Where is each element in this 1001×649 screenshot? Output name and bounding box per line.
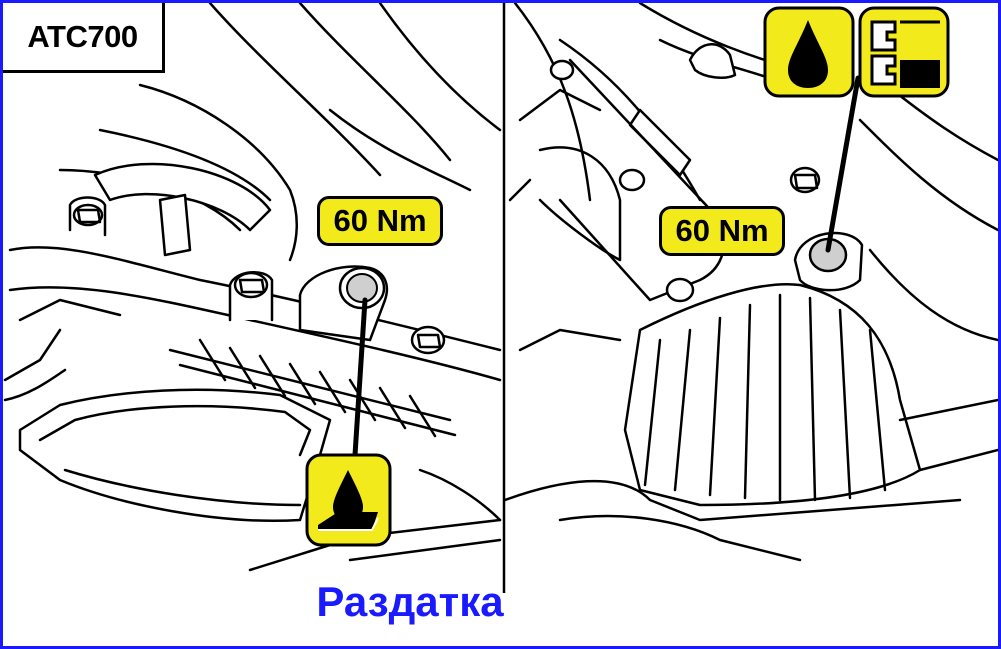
torque-badge-right: 60 Nm [659, 206, 785, 256]
model-label: ATC700 [3, 3, 165, 73]
caption-title: Раздатка [316, 578, 504, 625]
left-panel-drawing [3, 3, 502, 572]
torque-badge-left: 60 Nm [317, 196, 443, 246]
drain-plug-icon [858, 6, 950, 98]
right-panel-drawing [505, 3, 998, 562]
oil-level-icon [305, 453, 392, 547]
oil-drop-icon [763, 6, 855, 98]
